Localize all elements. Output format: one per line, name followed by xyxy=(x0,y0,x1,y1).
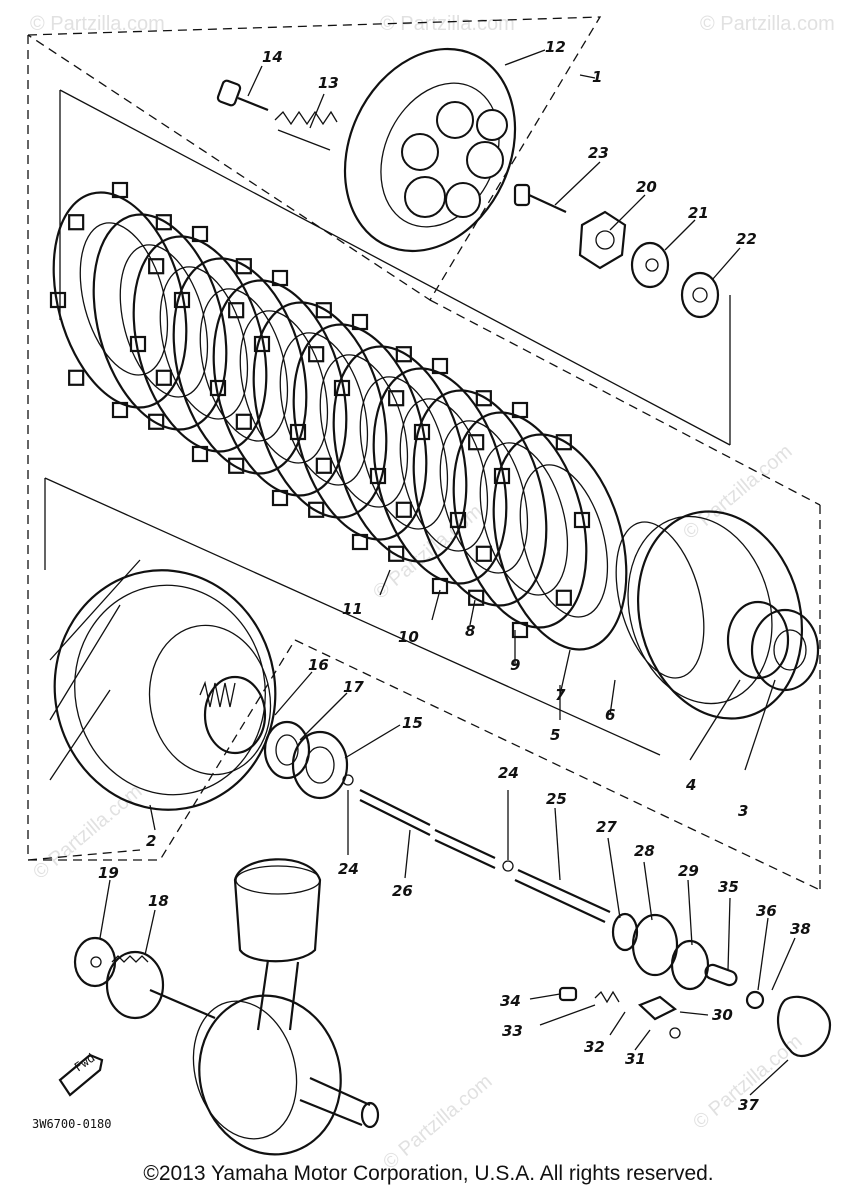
callout-30: 30 xyxy=(712,1006,733,1024)
watermark-text: © Partzilla.com xyxy=(29,780,146,883)
watermark-text: © Partzilla.com xyxy=(30,13,165,35)
callout-8: 8 xyxy=(465,622,475,640)
callout-labels: 1 2 3 4 5 6 7 8 9 10 11 12 13 14 15 16 1… xyxy=(98,38,811,1114)
clutch-housing xyxy=(49,559,277,811)
leader-lines xyxy=(99,49,796,1096)
callout-38: 38 xyxy=(790,920,811,938)
clutch-plate xyxy=(449,401,591,639)
push-rods xyxy=(342,774,611,923)
assembly-outlines xyxy=(27,16,821,891)
drawing-number: 3W6700-0180 xyxy=(32,1117,111,1131)
callout-4: 4 xyxy=(685,776,696,794)
watermark-text: © Partzilla.com xyxy=(689,1030,806,1133)
watermark-text: © Partzilla.com xyxy=(380,13,515,35)
watermark-text: © Partzilla.com xyxy=(379,1070,496,1173)
callout-24-a: 24 xyxy=(338,860,359,878)
callout-5: 5 xyxy=(550,726,560,744)
callout-16: 16 xyxy=(308,656,329,674)
callout-26: 26 xyxy=(392,882,413,900)
callout-9: 9 xyxy=(510,656,520,674)
callout-2: 2 xyxy=(146,832,156,850)
callout-3: 3 xyxy=(738,802,748,820)
callout-23: 23 xyxy=(588,144,609,162)
callout-10: 10 xyxy=(398,628,419,646)
plate-stack-brackets xyxy=(44,89,731,756)
callout-29: 29 xyxy=(678,862,699,880)
callout-25: 25 xyxy=(546,790,567,808)
copyright-notice: ©2013 Yamaha Motor Corporation, U.S.A. A… xyxy=(143,1162,714,1185)
crankshaft-piston-assembly xyxy=(73,858,380,1156)
watermark-text: © Partzilla.com xyxy=(700,13,835,35)
watermark-text: © Partzilla.com xyxy=(679,440,796,543)
spacer-washers xyxy=(263,720,349,800)
callout-13: 13 xyxy=(318,74,339,92)
clutch-plate xyxy=(492,433,628,651)
clutch-plate-stack xyxy=(49,181,628,651)
callout-17: 17 xyxy=(343,678,364,696)
callout-24-b: 24 xyxy=(498,764,519,782)
callout-6: 6 xyxy=(605,706,615,724)
clutch-plate xyxy=(289,313,431,551)
front-direction-arrow-icon: Fwd xyxy=(58,1051,104,1097)
callout-19: 19 xyxy=(98,864,119,882)
pressure-plate xyxy=(343,47,517,253)
clutch-release-mechanism xyxy=(558,912,832,1057)
callout-11: 11 xyxy=(342,600,363,618)
callout-37: 37 xyxy=(738,1096,759,1114)
callout-36: 36 xyxy=(756,902,777,920)
callout-33: 33 xyxy=(502,1022,523,1040)
callout-34: 34 xyxy=(500,992,521,1010)
callout-28: 28 xyxy=(634,842,655,860)
callout-21: 21 xyxy=(688,204,709,222)
svg-text:Fwd: Fwd xyxy=(72,1051,98,1075)
callout-20: 20 xyxy=(636,178,657,196)
watermark-text: © Partzilla.com xyxy=(369,500,486,603)
callout-7: 7 xyxy=(555,686,566,704)
bolt-and-spring xyxy=(216,79,338,151)
nut-washers xyxy=(513,183,720,319)
clutch-boss xyxy=(615,510,820,720)
clutch-plate xyxy=(209,269,351,507)
callout-12: 12 xyxy=(545,38,566,56)
callout-35: 35 xyxy=(718,878,739,896)
callout-27: 27 xyxy=(596,818,617,836)
callout-15: 15 xyxy=(402,714,423,732)
callout-31: 31 xyxy=(625,1050,646,1068)
callout-18: 18 xyxy=(148,892,169,910)
callout-32: 32 xyxy=(584,1038,605,1056)
callout-1: 1 xyxy=(592,68,602,86)
callout-22: 22 xyxy=(736,230,757,248)
callout-14: 14 xyxy=(262,48,283,66)
